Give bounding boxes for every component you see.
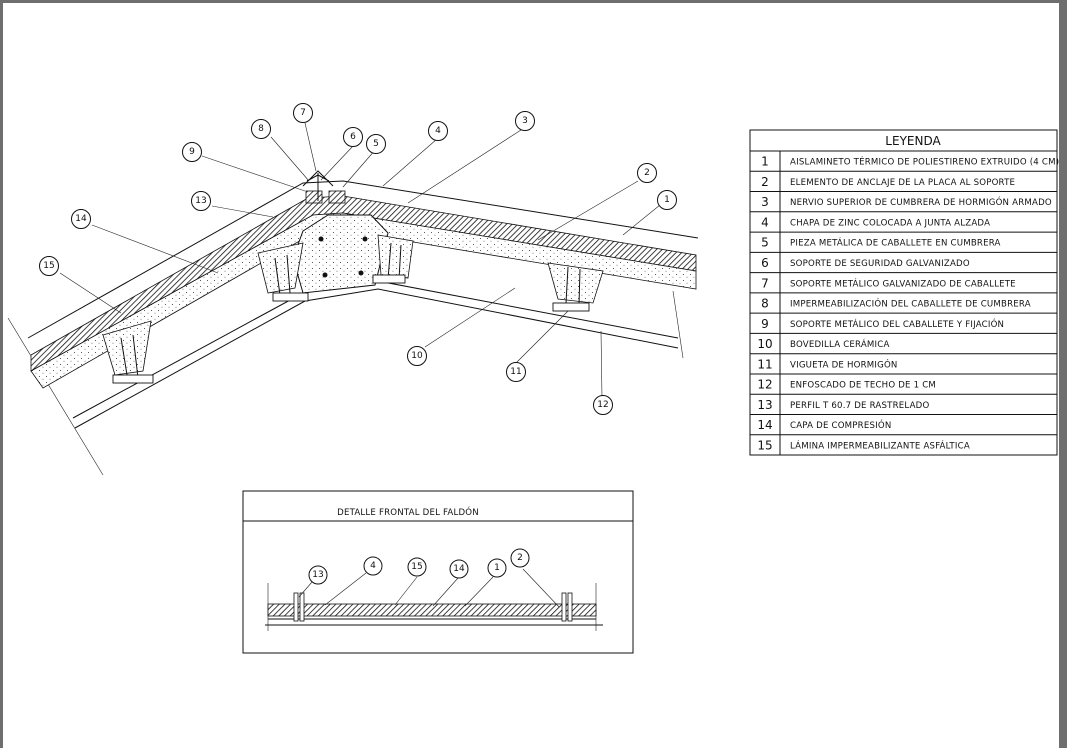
rebar	[322, 272, 328, 278]
svg-text:9: 9	[189, 147, 195, 157]
callout-2: 2	[637, 163, 657, 183]
legend-item-number: 6	[761, 256, 769, 270]
rebar	[362, 236, 368, 242]
svg-text:15: 15	[411, 562, 422, 572]
legend-item-text: PERFIL T 60.7 DE RASTRELADO	[790, 401, 929, 411]
rebar	[358, 270, 364, 276]
legend-table: LEYENDA 1 AISLAMINETO TÉRMICO DE POLIESTI…	[749, 129, 1059, 456]
callout-1: 1	[657, 190, 677, 210]
svg-text:11: 11	[510, 367, 521, 377]
legend-item-number: 1	[761, 155, 769, 169]
callout-5: 5	[366, 134, 386, 154]
detail-profile-left	[293, 592, 305, 622]
legend-item-number: 9	[761, 317, 769, 331]
legend-item-text: ENFOSCADO DE TECHO DE 1 CM	[790, 381, 936, 391]
roof-section-drawing: 7 8 6 5 4 3 9 13 14 15 2 1 10 11 12 LEYE…	[7, 103, 1059, 654]
detail-profile-right	[561, 592, 573, 622]
leader-lines	[59, 122, 661, 399]
legend-item-text: CAPA DE COMPRESIÓN	[790, 419, 891, 431]
detail-title: DETALLE FRONTAL DEL FALDÓN	[337, 506, 479, 518]
callout-11: 11	[506, 362, 526, 382]
svg-text:12: 12	[597, 400, 608, 410]
legend-item-text: IMPERMEABILIZACIÓN DEL CABALLETE DE CUMB…	[790, 298, 1031, 310]
svg-text:4: 4	[435, 126, 441, 136]
legend-item-number: 4	[761, 215, 769, 229]
legend-item-text: VIGUETA DE HORMIGÓN	[790, 358, 898, 370]
legend-item-text: SOPORTE DE SEGURIDAD GALVANIZADO	[790, 259, 970, 269]
legend-item-number: 5	[761, 236, 769, 250]
legend-item-text: SOPORTE METÁLICO DEL CABALLETE Y FIJACIÓ…	[790, 318, 1004, 330]
callout-6: 6	[343, 127, 363, 147]
joist	[257, 242, 309, 302]
legend-item-number: 8	[761, 297, 769, 311]
legend-item-number: 14	[757, 418, 772, 432]
svg-text:1: 1	[664, 195, 670, 205]
svg-text:8: 8	[258, 124, 264, 134]
svg-text:3: 3	[522, 116, 528, 126]
ridge-cap	[302, 170, 346, 204]
svg-text:7: 7	[300, 108, 306, 118]
detail-callout-4: 4	[363, 556, 383, 576]
callout-7: 7	[293, 103, 313, 123]
callout-13: 13	[191, 191, 211, 211]
legend-item-number: 11	[757, 357, 772, 371]
svg-text:2: 2	[517, 553, 523, 563]
legend-item-text: ELEMENTO DE ANCLAJE DE LA PLACA AL SOPOR…	[790, 178, 1015, 188]
legend-item-text: CHAPA DE ZINC COLOCADA A JUNTA ALZADA	[790, 218, 990, 228]
ceiling-line-bottom	[74, 288, 679, 429]
legend-item-number: 7	[761, 276, 769, 290]
legend-item-text: AISLAMINETO TÉRMICO DE POLIESTIRENO EXTR…	[790, 156, 1059, 168]
legend-item-text: NERVIO SUPERIOR DE CUMBRERA DE HORMIGÓN …	[790, 196, 1052, 208]
svg-text:13: 13	[312, 570, 323, 580]
joist	[372, 234, 414, 284]
callout-14: 14	[71, 209, 91, 229]
svg-text:5: 5	[373, 139, 379, 149]
detail-leader-lines	[298, 568, 560, 608]
svg-text:10: 10	[411, 351, 423, 361]
svg-text:2: 2	[644, 168, 650, 178]
callout-3: 3	[515, 111, 535, 131]
legend-rows: 1 AISLAMINETO TÉRMICO DE POLIESTIRENO EXT…	[750, 155, 1059, 452]
detail-callout-13: 13	[308, 565, 328, 585]
svg-text:13: 13	[195, 196, 206, 206]
legend-item-text: PIEZA METÁLICA DE CABALLETE EN CUMBRERA	[790, 237, 1001, 249]
legend-item-text: LÁMINA IMPERMEABILIZANTE ASFÁLTICA	[790, 439, 970, 451]
detail-callout-1: 1	[487, 558, 507, 578]
legend-item-text: BOVEDILLA CERÁMICA	[790, 338, 890, 350]
callout-8: 8	[251, 119, 271, 139]
joist	[102, 320, 154, 384]
roof-cross-section: 7 8 6 5 4 3 9 13 14 15 2 1 10 11 12	[7, 103, 699, 476]
legend-item-text: SOPORTE METÁLICO GALVANIZADO DE CABALLET…	[790, 277, 1016, 289]
detail-callout-2: 2	[510, 548, 530, 568]
callout-12: 12	[593, 395, 613, 415]
legend-item-number: 10	[757, 337, 772, 351]
drawing-sheet: 7 8 6 5 4 3 9 13 14 15 2 1 10 11 12 LEYE…	[3, 3, 1059, 748]
svg-text:4: 4	[370, 561, 376, 571]
detail-callout-15: 15	[407, 557, 427, 577]
joist	[547, 262, 604, 312]
legend-item-number: 12	[757, 378, 772, 392]
callout-4: 4	[428, 121, 448, 141]
svg-text:14: 14	[453, 564, 465, 574]
legend-item-number: 3	[761, 195, 769, 209]
left-cut-line	[7, 317, 104, 476]
callout-15: 15	[39, 256, 59, 276]
svg-text:6: 6	[350, 132, 356, 142]
callout-9: 9	[182, 142, 202, 162]
legend-title: LEYENDA	[885, 134, 941, 148]
detail-insulation	[267, 603, 597, 617]
detail-frontal: DETALLE FRONTAL DEL FALDÓN 13 4 15 14 1 …	[242, 490, 634, 654]
right-cut-line	[672, 290, 684, 359]
callout-10: 10	[407, 346, 427, 366]
zinc-sheet-line	[27, 180, 699, 339]
detail-callout-14: 14	[449, 559, 469, 579]
rebar	[318, 236, 324, 242]
svg-text:14: 14	[75, 214, 87, 224]
legend-item-number: 15	[757, 438, 772, 452]
svg-text:15: 15	[43, 261, 54, 271]
legend-item-number: 2	[761, 175, 769, 189]
legend-item-number: 13	[757, 398, 772, 412]
svg-text:1: 1	[494, 563, 500, 573]
